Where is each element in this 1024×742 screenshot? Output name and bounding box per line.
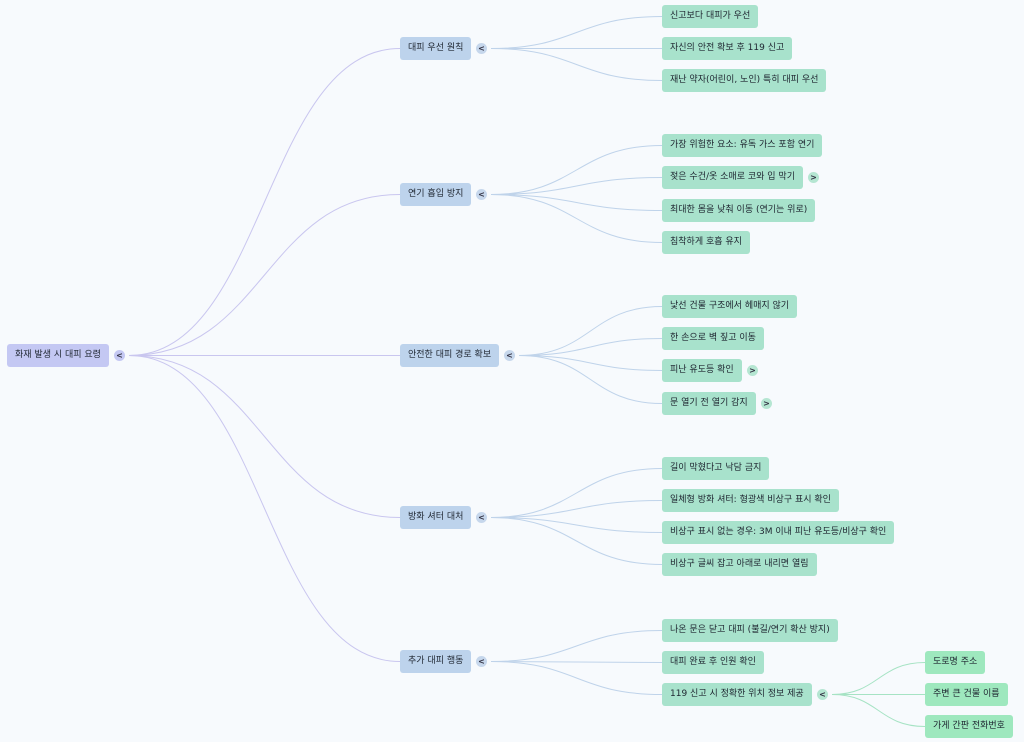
leaf-node-3-1[interactable]: 낯선 건물 구조에서 헤매지 않기 <box>662 295 798 318</box>
leaf-node-2-4[interactable]: 침착하게 호흡 유지 <box>662 231 750 254</box>
branch-leaf-connector <box>490 194 663 243</box>
branch-node-5[interactable]: 추가 대피 행동 <box>400 650 472 673</box>
branch-leaf-connector <box>490 145 663 195</box>
leaf-node-2-3[interactable]: 최대한 몸을 낮춰 이동 (연기는 위로) <box>662 199 816 222</box>
branch-1-collapse-toggle[interactable]: < <box>476 43 487 54</box>
branch-leaf-connector <box>490 517 663 533</box>
leaf-node-5-3[interactable]: 119 신고 시 정확한 위치 정보 제공 <box>662 683 812 706</box>
leaf-5-3-collapse-toggle[interactable]: < <box>817 689 828 700</box>
branch-leaf-connector <box>490 500 663 518</box>
deep-leaf-connector <box>831 694 926 727</box>
branch-leaf-connector <box>490 661 663 663</box>
branch-leaf-connector <box>490 48 663 81</box>
branch-leaf-connector <box>518 306 663 356</box>
leaf-node-3-4[interactable]: 문 열기 전 열기 감지 <box>662 392 756 415</box>
leaf-node-4-4[interactable]: 비상구 글씨 잡고 아래로 내리면 열림 <box>662 553 817 576</box>
branch-5-collapse-toggle[interactable]: < <box>476 656 487 667</box>
leaf-node-2-1[interactable]: 가장 위험한 요소: 유독 가스 포함 연기 <box>662 134 823 157</box>
leaf-node-1-3[interactable]: 재난 약자(어린이, 노인) 특히 대피 우선 <box>662 69 827 92</box>
branch-leaf-connector <box>518 355 663 371</box>
root-branch-connector <box>128 355 401 662</box>
leaf-3-3-expand-toggle[interactable]: > <box>747 365 758 376</box>
branch-leaf-connector <box>518 338 663 356</box>
leaf-node-2-2[interactable]: 젖은 수건/옷 소매로 코와 입 막기 <box>662 166 803 189</box>
leaf-node-4-2[interactable]: 일체형 방화 셔터: 형광색 비상구 표시 확인 <box>662 489 839 512</box>
root-branch-connector <box>128 48 401 356</box>
leaf-node-5-2[interactable]: 대피 완료 후 인원 확인 <box>662 651 764 674</box>
leaf-node-1-2[interactable]: 자신의 안전 확보 후 119 신고 <box>662 37 793 60</box>
leaf-node-5-1[interactable]: 나온 문은 닫고 대피 (불길/연기 확산 방지) <box>662 619 838 642</box>
branch-leaf-connector <box>490 517 663 565</box>
branch-leaf-connector <box>490 630 663 662</box>
deep-leaf-connector <box>831 662 926 695</box>
root-node[interactable]: 화재 발생 시 대피 요령 <box>7 344 109 367</box>
leaf-3-4-expand-toggle[interactable]: > <box>761 398 772 409</box>
leaf-node-4-3[interactable]: 비상구 표시 없는 경우: 3M 이내 피난 유도등/비상구 확인 <box>662 521 895 544</box>
deep-leaf-node-2[interactable]: 주변 큰 건물 이름 <box>925 683 1008 706</box>
branch-leaf-connector <box>490 661 663 695</box>
branch-node-4[interactable]: 방화 셔터 대처 <box>400 506 472 529</box>
deep-leaf-node-1[interactable]: 도로명 주소 <box>925 651 986 674</box>
leaf-node-1-1[interactable]: 신고보다 대피가 우선 <box>662 5 759 28</box>
branch-node-3[interactable]: 안전한 대피 경로 확보 <box>400 344 500 367</box>
root-collapse-toggle[interactable]: < <box>114 350 125 361</box>
branch-leaf-connector <box>490 16 663 49</box>
branch-node-1[interactable]: 대피 우선 원칙 <box>400 37 472 60</box>
leaf-node-3-2[interactable]: 한 손으로 벽 짚고 이동 <box>662 327 764 350</box>
leaf-node-4-1[interactable]: 길이 막혔다고 낙담 금지 <box>662 457 770 480</box>
branch-3-collapse-toggle[interactable]: < <box>504 350 515 361</box>
branch-leaf-connector <box>490 194 663 211</box>
leaf-node-3-3[interactable]: 피난 유도등 확인 <box>662 359 742 382</box>
branch-leaf-connector <box>490 468 663 518</box>
leaf-2-2-expand-toggle[interactable]: > <box>808 172 819 183</box>
deep-leaf-node-3[interactable]: 가게 간판 전화번호 <box>925 715 1013 738</box>
branch-4-collapse-toggle[interactable]: < <box>476 512 487 523</box>
branch-node-2[interactable]: 연기 흡입 방지 <box>400 183 472 206</box>
branch-leaf-connector <box>490 177 663 195</box>
branch-2-collapse-toggle[interactable]: < <box>476 189 487 200</box>
root-branch-connector <box>128 355 401 518</box>
root-branch-connector <box>128 194 401 356</box>
branch-leaf-connector <box>518 355 663 404</box>
